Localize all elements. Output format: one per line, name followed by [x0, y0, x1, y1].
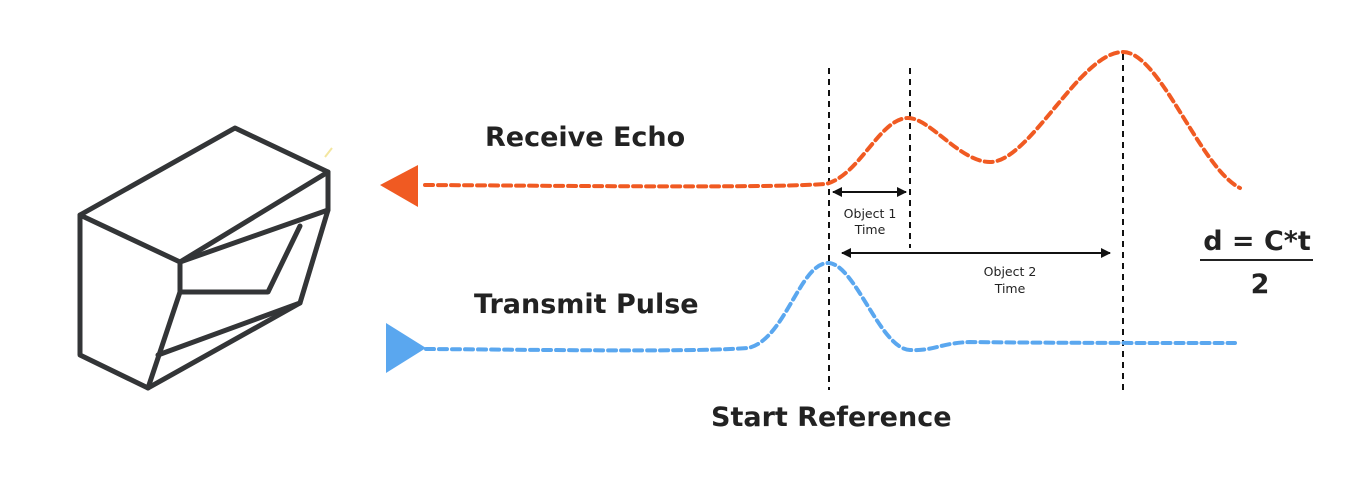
left-triangle-icon — [380, 165, 418, 207]
object2-time-label-line1: Object 2 — [984, 264, 1037, 279]
right-triangle-icon — [386, 323, 426, 373]
object1-time-label-line1: Object 1 — [844, 206, 897, 221]
formula-numerator: d = C*t — [1203, 226, 1311, 257]
distance-formula: d = C*t 2 — [1200, 226, 1313, 300]
start-reference-label: Start Reference — [711, 402, 952, 433]
transmit-pulse-label: Transmit Pulse — [474, 289, 699, 320]
sensor-glint — [324, 147, 333, 158]
sensor-face-bevel — [177, 207, 331, 265]
formula-denominator: 2 — [1251, 269, 1270, 300]
sensor-front-edge — [145, 259, 183, 391]
transmit-pulse-wave — [424, 260, 1237, 353]
reference-lines — [828, 54, 1124, 390]
receive-echo-wave — [423, 49, 1242, 190]
object2-time-label-line2: Time — [994, 281, 1026, 296]
receive-echo-label: Receive Echo — [485, 122, 685, 153]
object1-time-label-line2: Time — [854, 222, 886, 237]
sensor-face-lower — [155, 300, 303, 358]
sensor-outline — [77, 125, 331, 391]
ultrasonic-sensor-icon — [77, 125, 331, 391]
sensor-face-inner — [177, 223, 303, 295]
